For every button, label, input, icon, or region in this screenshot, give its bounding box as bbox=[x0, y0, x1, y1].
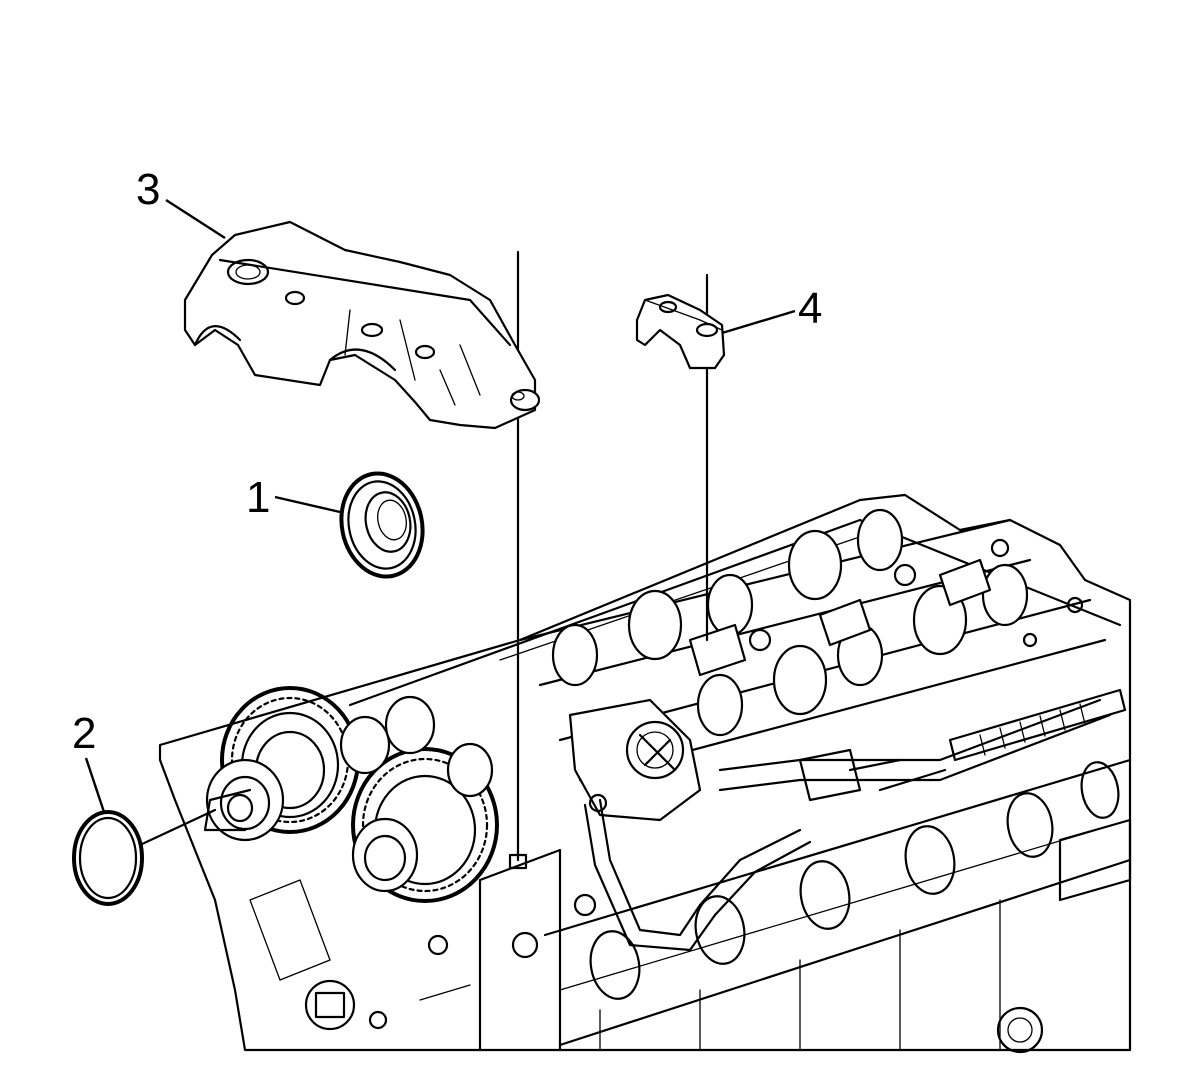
leader-3 bbox=[165, 198, 226, 240]
leader-4 bbox=[721, 309, 796, 335]
leader-1 bbox=[274, 495, 341, 514]
part-1-seal bbox=[339, 471, 425, 579]
callout-3: 3 bbox=[136, 165, 160, 214]
sensor-harness bbox=[568, 688, 1127, 952]
part-3-bearing-cover bbox=[183, 220, 541, 430]
part-4-bearing-cap bbox=[635, 293, 726, 370]
callout-1: 1 bbox=[246, 473, 270, 522]
callout-leaders bbox=[84, 198, 796, 813]
callout-2: 2 bbox=[72, 709, 96, 758]
cam-gears bbox=[203, 686, 499, 903]
callout-4: 4 bbox=[798, 284, 822, 333]
part-2-plug bbox=[72, 810, 144, 906]
callout-labels: 1 2 3 4 bbox=[72, 165, 822, 758]
camshafts bbox=[518, 508, 1107, 782]
leader-2 bbox=[84, 757, 106, 813]
